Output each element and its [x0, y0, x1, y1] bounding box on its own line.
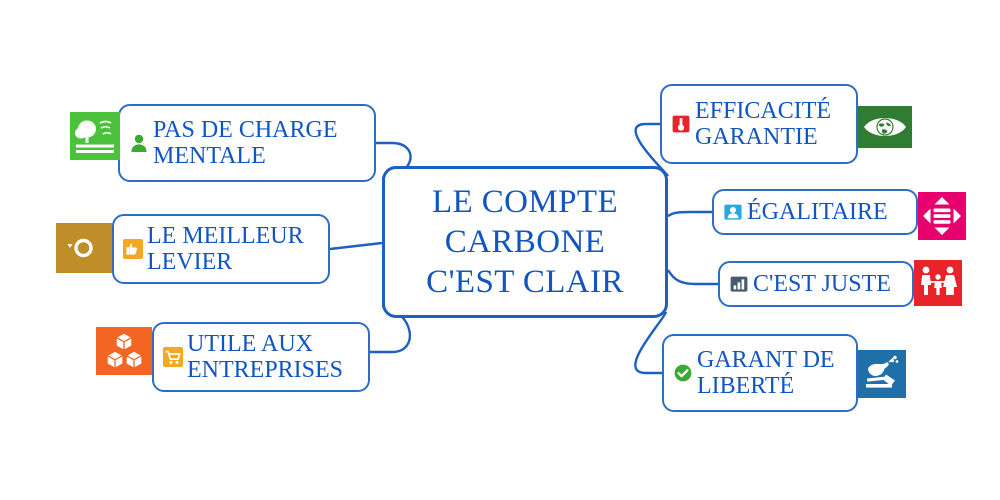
branch-label: UTILE AUX ENTREPRISES: [187, 330, 344, 383]
user-card-icon: [722, 201, 744, 223]
branch-label: C'EST JUSTE: [753, 270, 891, 297]
branch-node-efficacite-garantie[interactable]: EFFICACITÉ GARANTIE: [660, 84, 858, 164]
thermometer-icon: [670, 113, 692, 135]
connector-meilleur-levier: [329, 241, 383, 251]
branch-label: LE MEILLEUR LEVIER: [147, 222, 304, 275]
thumbs-up-icon: [122, 238, 144, 260]
shopping-cart-icon: [162, 346, 184, 368]
family-icon: [914, 260, 962, 306]
connector-egalitaire: [667, 210, 712, 218]
branch-node-le-meilleur-levier[interactable]: LE MEILLEUR LEVIER: [112, 214, 330, 284]
branch-node-egalitaire[interactable]: ÉGALITAIRE: [712, 189, 918, 235]
branch-node-garant-de-liberte[interactable]: GARANT DE LIBERTÉ: [662, 334, 858, 412]
park-tree-icon: [70, 112, 120, 160]
dove-gavel-icon: [858, 350, 906, 398]
infinity-icon: [56, 223, 112, 273]
bar-chart-icon: [728, 273, 750, 295]
check-circle-icon: [672, 362, 694, 384]
branch-node-pas-de-charge-mentale[interactable]: PAS DE CHARGE MENTALE: [118, 104, 376, 182]
branch-label: EFFICACITÉ GARANTIE: [695, 97, 832, 150]
center-node[interactable]: LE COMPTE CARBONE C'EST CLAIR: [382, 166, 668, 318]
branch-node-cest-juste[interactable]: C'EST JUSTE: [718, 261, 914, 307]
connector-cest-juste: [667, 269, 718, 286]
branch-label: GARANT DE LIBERTÉ: [697, 346, 835, 399]
cubes-icon: [96, 327, 152, 375]
eye-globe-icon: [858, 106, 912, 148]
four-way-arrows-icon: [918, 192, 966, 240]
center-node-label: LE COMPTE CARBONE C'EST CLAIR: [426, 183, 624, 301]
person-icon: [128, 132, 150, 154]
branch-node-utile-aux-entreprises[interactable]: UTILE AUX ENTREPRISES: [152, 322, 370, 392]
branch-label: ÉGALITAIRE: [747, 198, 888, 225]
branch-label: PAS DE CHARGE MENTALE: [153, 116, 338, 169]
